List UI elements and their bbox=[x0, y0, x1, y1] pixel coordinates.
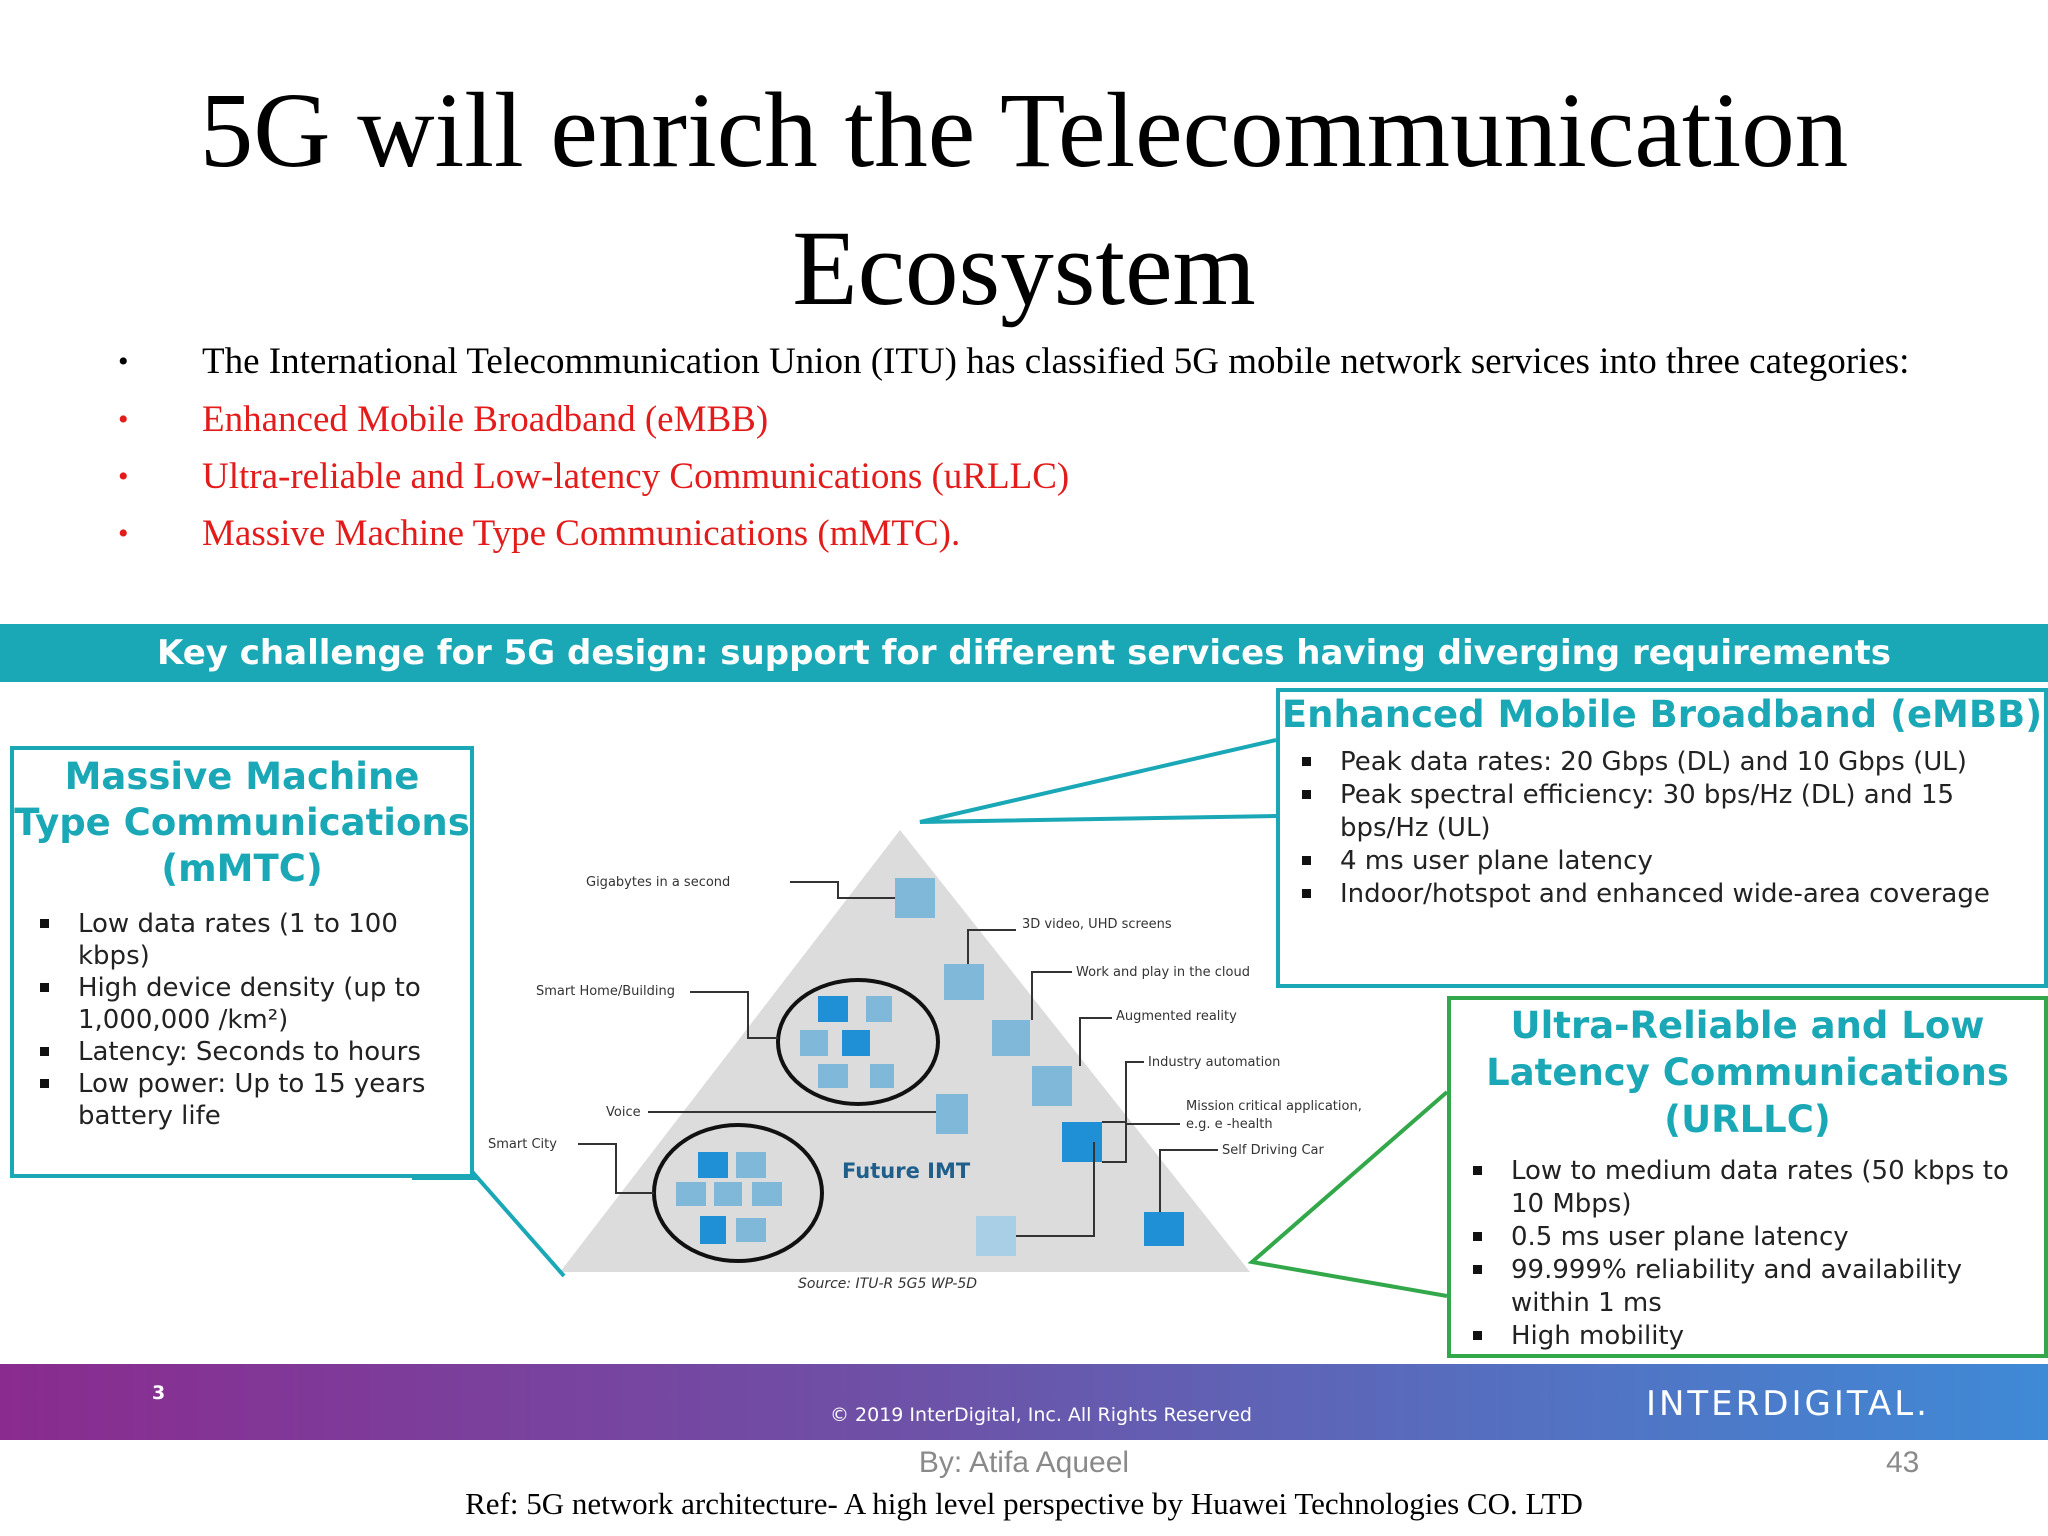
house-icon bbox=[800, 1030, 828, 1056]
building-icon bbox=[842, 1030, 870, 1056]
bullet-dot: • bbox=[118, 460, 129, 493]
bullet-embb: • Enhanced Mobile Broadband (eMBB) bbox=[118, 396, 1990, 444]
monitor-icon bbox=[818, 1064, 848, 1088]
phone-icon bbox=[866, 996, 892, 1022]
connector-line bbox=[1159, 1149, 1218, 1212]
connector-line bbox=[967, 929, 1016, 964]
slide-title: 5G will enrich the Telecommunication Eco… bbox=[199, 72, 1849, 328]
camera-icon bbox=[736, 1218, 766, 1242]
mmtc-title: Massive Machine Type Communications (mMT… bbox=[14, 755, 470, 890]
bullet-text: Massive Machine Type Communications (mMT… bbox=[202, 513, 961, 554]
crosshair-icon bbox=[976, 1216, 1016, 1256]
interdigital-logo: INTERDIGITAL. bbox=[1645, 1384, 1930, 1424]
slide-number: 43 bbox=[1886, 1446, 1920, 1479]
connector-line bbox=[690, 991, 778, 1039]
globe-icon bbox=[1032, 1066, 1072, 1106]
list-item: Low data rates (1 to 100 kbps) bbox=[36, 908, 470, 972]
mmtc-callout: Massive Machine Type Communications (mMT… bbox=[10, 746, 474, 1178]
label-city: Smart City bbox=[488, 1137, 557, 1152]
connector-line bbox=[1102, 1061, 1144, 1123]
drone-icon bbox=[752, 1182, 782, 1206]
network-icon bbox=[1062, 1122, 1102, 1162]
smart-home-circle bbox=[776, 978, 940, 1106]
connector-line bbox=[578, 1143, 654, 1194]
storage-icon bbox=[895, 878, 935, 918]
bullet-itu: • The International Telecommunication Un… bbox=[118, 338, 1990, 386]
tablet-icon bbox=[936, 1094, 968, 1134]
mmtc-list: Low data rates (1 to 100 kbps) High devi… bbox=[36, 908, 470, 1132]
list-item: 99.999% reliability and availability wit… bbox=[1469, 1254, 2044, 1320]
label-home: Smart Home/Building bbox=[536, 984, 675, 999]
label-cloud: Work and play in the cloud bbox=[1076, 965, 1250, 980]
car-icon bbox=[1144, 1212, 1184, 1246]
bullet-text: Ultra-reliable and Low-latency Communica… bbox=[202, 456, 1070, 497]
embb-title: Enhanced Mobile Broadband (eMBB) bbox=[1281, 693, 2043, 736]
author-credit: By: Atifa Aqueel bbox=[918, 1446, 1130, 1479]
antenna-icon bbox=[676, 1182, 706, 1206]
connector-line bbox=[1079, 1017, 1112, 1066]
urllc-callout: Ultra-Reliable and Low Latency Communica… bbox=[1447, 996, 2048, 1358]
bullet-dot: • bbox=[118, 345, 129, 378]
label-mission-sub: e.g. e -health bbox=[1186, 1117, 1273, 1132]
list-item: Low power: Up to 15 years battery life bbox=[36, 1068, 470, 1132]
list-item: 4 ms user plane latency bbox=[1298, 845, 2044, 878]
reference-note: Ref: 5G network architecture- A high lev… bbox=[465, 1486, 1583, 1521]
label-video: 3D video, UHD screens bbox=[1022, 917, 1172, 932]
urllc-title: Ultra-Reliable and Low Latency Communica… bbox=[1486, 1004, 2009, 1141]
mmtc-pointer bbox=[412, 1170, 566, 1278]
connector-line bbox=[1016, 1142, 1095, 1237]
home-icon bbox=[714, 1182, 742, 1206]
list-item: High mobility bbox=[1469, 1320, 2044, 1353]
embb-list: Peak data rates: 20 Gbps (DL) and 10 Gbp… bbox=[1298, 746, 2044, 911]
bullet-dot: • bbox=[118, 517, 129, 550]
label-car: Self Driving Car bbox=[1222, 1143, 1325, 1158]
figure-source: Source: ITU-R 5G5 WP-5D bbox=[798, 1276, 977, 1292]
bullet-mmtc: • Massive Machine Type Communications (m… bbox=[118, 510, 1990, 558]
washer-icon bbox=[870, 1064, 894, 1088]
list-item: Latency: Seconds to hours bbox=[36, 1036, 470, 1068]
embb-pointer bbox=[919, 738, 1277, 824]
connector-line bbox=[790, 881, 895, 899]
label-industry: Industry automation bbox=[1148, 1055, 1280, 1070]
figure-5g-services: Gigabytes in a second 3D video, UHD scre… bbox=[0, 682, 2048, 1364]
screen-icon bbox=[944, 964, 984, 1000]
connector-line bbox=[1031, 971, 1072, 1020]
label-mission: Mission critical application, bbox=[1186, 1099, 1362, 1114]
urllc-pointer bbox=[1247, 1090, 1449, 1298]
list-item: 0.5 ms user plane latency bbox=[1469, 1221, 2044, 1254]
list-item: Indoor/hotspot and enhanced wide-area co… bbox=[1298, 878, 2044, 911]
list-item: Low to medium data rates (50 kbps to 10 … bbox=[1469, 1155, 2044, 1221]
urllc-list: Low to medium data rates (50 kbps to 10 … bbox=[1469, 1155, 2044, 1353]
bullet-text: The International Telecommunication Unio… bbox=[202, 341, 1910, 382]
tv-icon bbox=[818, 996, 848, 1022]
device-icon bbox=[700, 1216, 726, 1244]
bullet-list: • The International Telecommunication Un… bbox=[118, 338, 1990, 567]
bullet-urllc: • Ultra-reliable and Low-latency Communi… bbox=[118, 453, 1990, 501]
bullet-text: Enhanced Mobile Broadband (eMBB) bbox=[202, 399, 769, 440]
vr-headset-icon bbox=[992, 1020, 1030, 1056]
bullet-dot: • bbox=[118, 403, 129, 436]
list-item: Peak data rates: 20 Gbps (DL) and 10 Gbp… bbox=[1298, 746, 2044, 779]
vehicle-icon bbox=[698, 1152, 728, 1178]
figure-banner: Key challenge for 5G design: support for… bbox=[0, 624, 2048, 682]
embb-callout: Enhanced Mobile Broadband (eMBB) Peak da… bbox=[1276, 688, 2048, 988]
pyramid-diagram: Gigabytes in a second 3D video, UHD scre… bbox=[412, 738, 1449, 1298]
copyright-notice: © 2019 InterDigital, Inc. All Rights Res… bbox=[830, 1404, 1252, 1426]
wind-turbine-icon bbox=[736, 1152, 766, 1178]
list-item: High device density (up to 1,000,000 /km… bbox=[36, 972, 470, 1036]
pyramid-center-label: Future IMT bbox=[842, 1159, 971, 1183]
label-gigabytes: Gigabytes in a second bbox=[586, 875, 730, 890]
figure-footer-band: 3 © 2019 InterDigital, Inc. All Rights R… bbox=[0, 1364, 2048, 1440]
figure-page-number: 3 bbox=[152, 1382, 166, 1404]
connector-line bbox=[1102, 1123, 1180, 1163]
list-item: Peak spectral efficiency: 30 bps/Hz (DL)… bbox=[1298, 779, 2044, 845]
label-voice: Voice bbox=[606, 1105, 641, 1120]
label-ar: Augmented reality bbox=[1116, 1009, 1237, 1024]
